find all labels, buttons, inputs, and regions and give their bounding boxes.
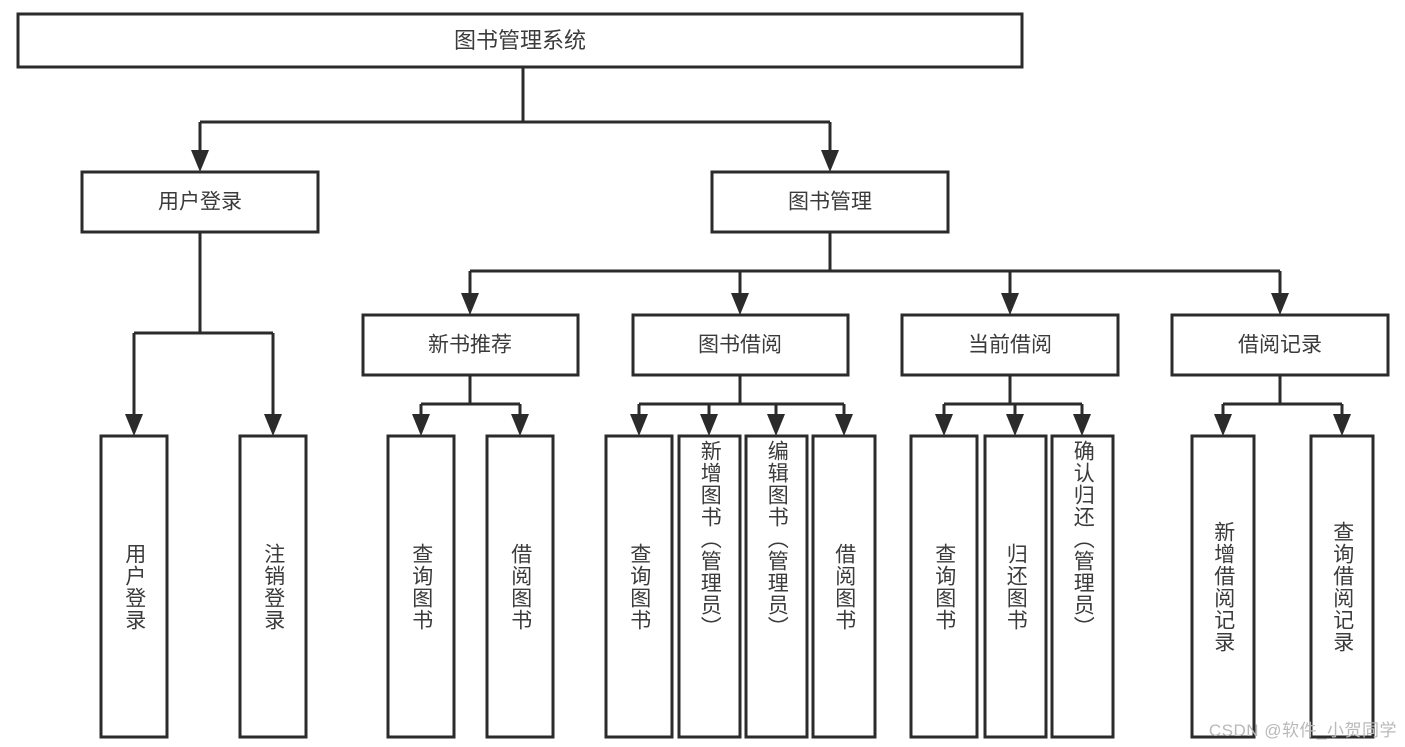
node-root-label: 图书管理系统 <box>454 28 586 53</box>
leaf-box-add-book[interactable] <box>677 434 742 739</box>
arrow-head-borrow-record <box>1271 293 1289 315</box>
arrow-head-leaf-edit-book <box>767 414 785 436</box>
arrow-head-leaf-query-record <box>1333 414 1351 436</box>
node-borrow-record[interactable]: 借阅记录 <box>1170 313 1390 377</box>
node-book-borrow-label: 图书借阅 <box>698 334 782 357</box>
node-current-borrow-box[interactable] <box>900 313 1120 377</box>
node-current-borrow-label: 当前借阅 <box>968 334 1052 357</box>
arrow-head-book-borrow <box>731 293 749 315</box>
arrow-head-leaf-user-login <box>125 414 143 436</box>
arrow-head-leaf-borrow-book-2 <box>835 414 853 436</box>
connector-layer <box>125 67 1351 436</box>
leaf-box-edit-book[interactable] <box>744 434 809 739</box>
leaf-box-logout[interactable] <box>238 434 308 739</box>
node-book-management-box[interactable] <box>710 170 950 234</box>
node-book-management[interactable]: 图书管理 <box>710 170 950 234</box>
node-book-management-label: 图书管理 <box>788 191 872 214</box>
csdn-watermark: CSDN @软件_小贺同学 <box>1208 721 1397 740</box>
node-root-box[interactable] <box>16 12 1024 69</box>
node-borrow-record-label: 借阅记录 <box>1238 334 1322 357</box>
arrow-head-new-book-rec <box>461 293 479 315</box>
node-root[interactable]: 图书管理系统 <box>16 12 1024 69</box>
arrow-head-leaf-borrow-book-1 <box>511 414 529 436</box>
leaf-box-borrow-book-2[interactable] <box>811 434 877 739</box>
leaf-box-query-book-1[interactable] <box>386 434 456 739</box>
node-book-borrow-box[interactable] <box>631 313 850 377</box>
node-borrow-record-box[interactable] <box>1170 313 1390 377</box>
leaf-box-query-record[interactable] <box>1309 434 1375 739</box>
node-new-book-recommend[interactable]: 新书推荐 <box>361 313 580 377</box>
arrow-head-user-login <box>191 150 209 172</box>
leaf-box-confirm-return[interactable] <box>1050 434 1115 739</box>
arrow-head-leaf-query-book-2 <box>630 414 648 436</box>
node-user-login-label: 用户登录 <box>158 191 242 214</box>
leaf-box-add-record[interactable] <box>1190 434 1256 739</box>
node-user-login[interactable]: 用户登录 <box>80 170 320 234</box>
node-new-book-recommend-label: 新书推荐 <box>428 334 512 357</box>
leaf-box-user-login[interactable] <box>99 434 169 739</box>
leaf-box-query-book-2[interactable] <box>604 434 674 739</box>
arrow-head-current-borrow <box>1001 293 1019 315</box>
arrow-head-leaf-add-book <box>700 414 718 436</box>
arrow-head-leaf-return-book <box>1006 414 1024 436</box>
leaf-box-return-book[interactable] <box>983 434 1048 739</box>
node-new-book-recommend-box[interactable] <box>361 313 580 377</box>
arrow-head-leaf-query-book-3 <box>935 414 953 436</box>
arrow-head-leaf-confirm-return <box>1073 414 1091 436</box>
arrow-head-book-mgmt <box>821 150 839 172</box>
arrow-head-leaf-logout <box>264 414 282 436</box>
node-book-borrow[interactable]: 图书借阅 <box>631 313 850 377</box>
leaf-box-query-book-3[interactable] <box>909 434 979 739</box>
node-user-login-box[interactable] <box>80 170 320 234</box>
node-current-borrow[interactable]: 当前借阅 <box>900 313 1120 377</box>
arrow-head-leaf-query-book-1 <box>412 414 430 436</box>
arrow-head-leaf-add-record <box>1214 414 1232 436</box>
leaf-box-borrow-book-1[interactable] <box>485 434 555 739</box>
leaf-box-layer <box>99 434 1375 739</box>
